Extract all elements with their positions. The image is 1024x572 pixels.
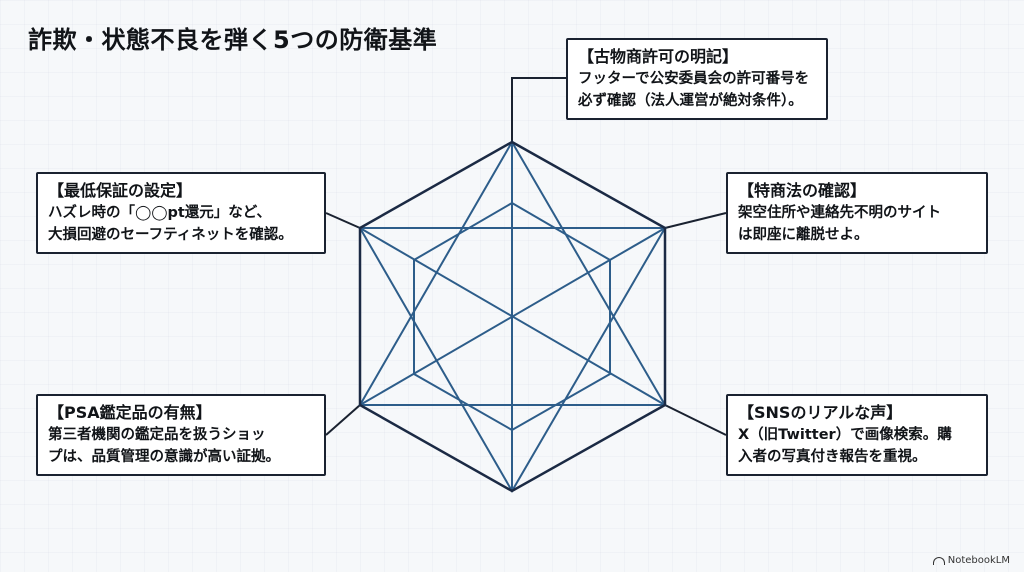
box-title: 【古物商許可の明記】 — [578, 47, 739, 66]
criteria-box-antique-license: 【古物商許可の明記】 フッターで公安委員会の許可番号を 必ず確認（法人運営が絶対… — [566, 38, 828, 120]
connector-right-top — [664, 212, 727, 229]
box-text: X（旧Twitter）で画像検索。購 — [738, 427, 952, 443]
box-text: 入者の写真付き報告を重視。 — [738, 449, 927, 465]
notebooklm-logo-icon — [932, 556, 945, 565]
criteria-box-sns-reviews: 【SNSのリアルな声】 X（旧Twitter）で画像検索。購 入者の写真付き報告… — [726, 394, 988, 476]
box-text: は即座に離脱せよ。 — [738, 227, 869, 243]
box-text: 第三者機関の鑑定品を扱うショッ — [48, 427, 266, 443]
box-title: 【SNSのリアルな声】 — [738, 403, 903, 422]
box-text: 架空住所や連絡先不明のサイト — [738, 205, 941, 221]
box-text: プは、品質管理の意識が高い証拠。 — [48, 449, 280, 465]
box-title: 【特商法の確認】 — [738, 181, 867, 200]
criteria-box-psa-graded: 【PSA鑑定品の有無】 第三者機関の鑑定品を扱うショッ プは、品質管理の意識が高… — [36, 394, 326, 476]
spoke-3 — [359, 227, 666, 406]
brand-watermark: NotebookLM — [932, 555, 1010, 566]
criteria-box-minimum-guarantee: 【最低保証の設定】 ハズレ時の「◯◯pt還元」など、 大損回避のセーフティネット… — [36, 172, 326, 254]
box-text: 必ず確認（法人運営が絶対条件）。 — [578, 93, 803, 109]
connector-top — [511, 77, 566, 142]
box-text: フッターで公安委員会の許可番号を — [578, 71, 810, 87]
connector-right-bottom — [664, 404, 727, 436]
page-title: 詐欺・状態不良を弾く5つの防衛基準 — [28, 26, 438, 54]
connector-left-bottom — [325, 404, 361, 436]
brand-label: NotebookLM — [947, 555, 1010, 566]
box-text: 大損回避のセーフティネットを確認。 — [48, 227, 293, 243]
box-text: ハズレ時の「◯◯pt還元」など、 — [48, 205, 272, 221]
outer-hexagon — [358, 140, 667, 493]
connector-left-top — [325, 212, 361, 229]
box-title: 【PSA鑑定品の有無】 — [48, 403, 212, 422]
box-title: 【最低保証の設定】 — [48, 181, 193, 200]
criteria-box-commerce-law: 【特商法の確認】 架空住所や連絡先不明のサイト は即座に離脱せよ。 — [726, 172, 988, 254]
